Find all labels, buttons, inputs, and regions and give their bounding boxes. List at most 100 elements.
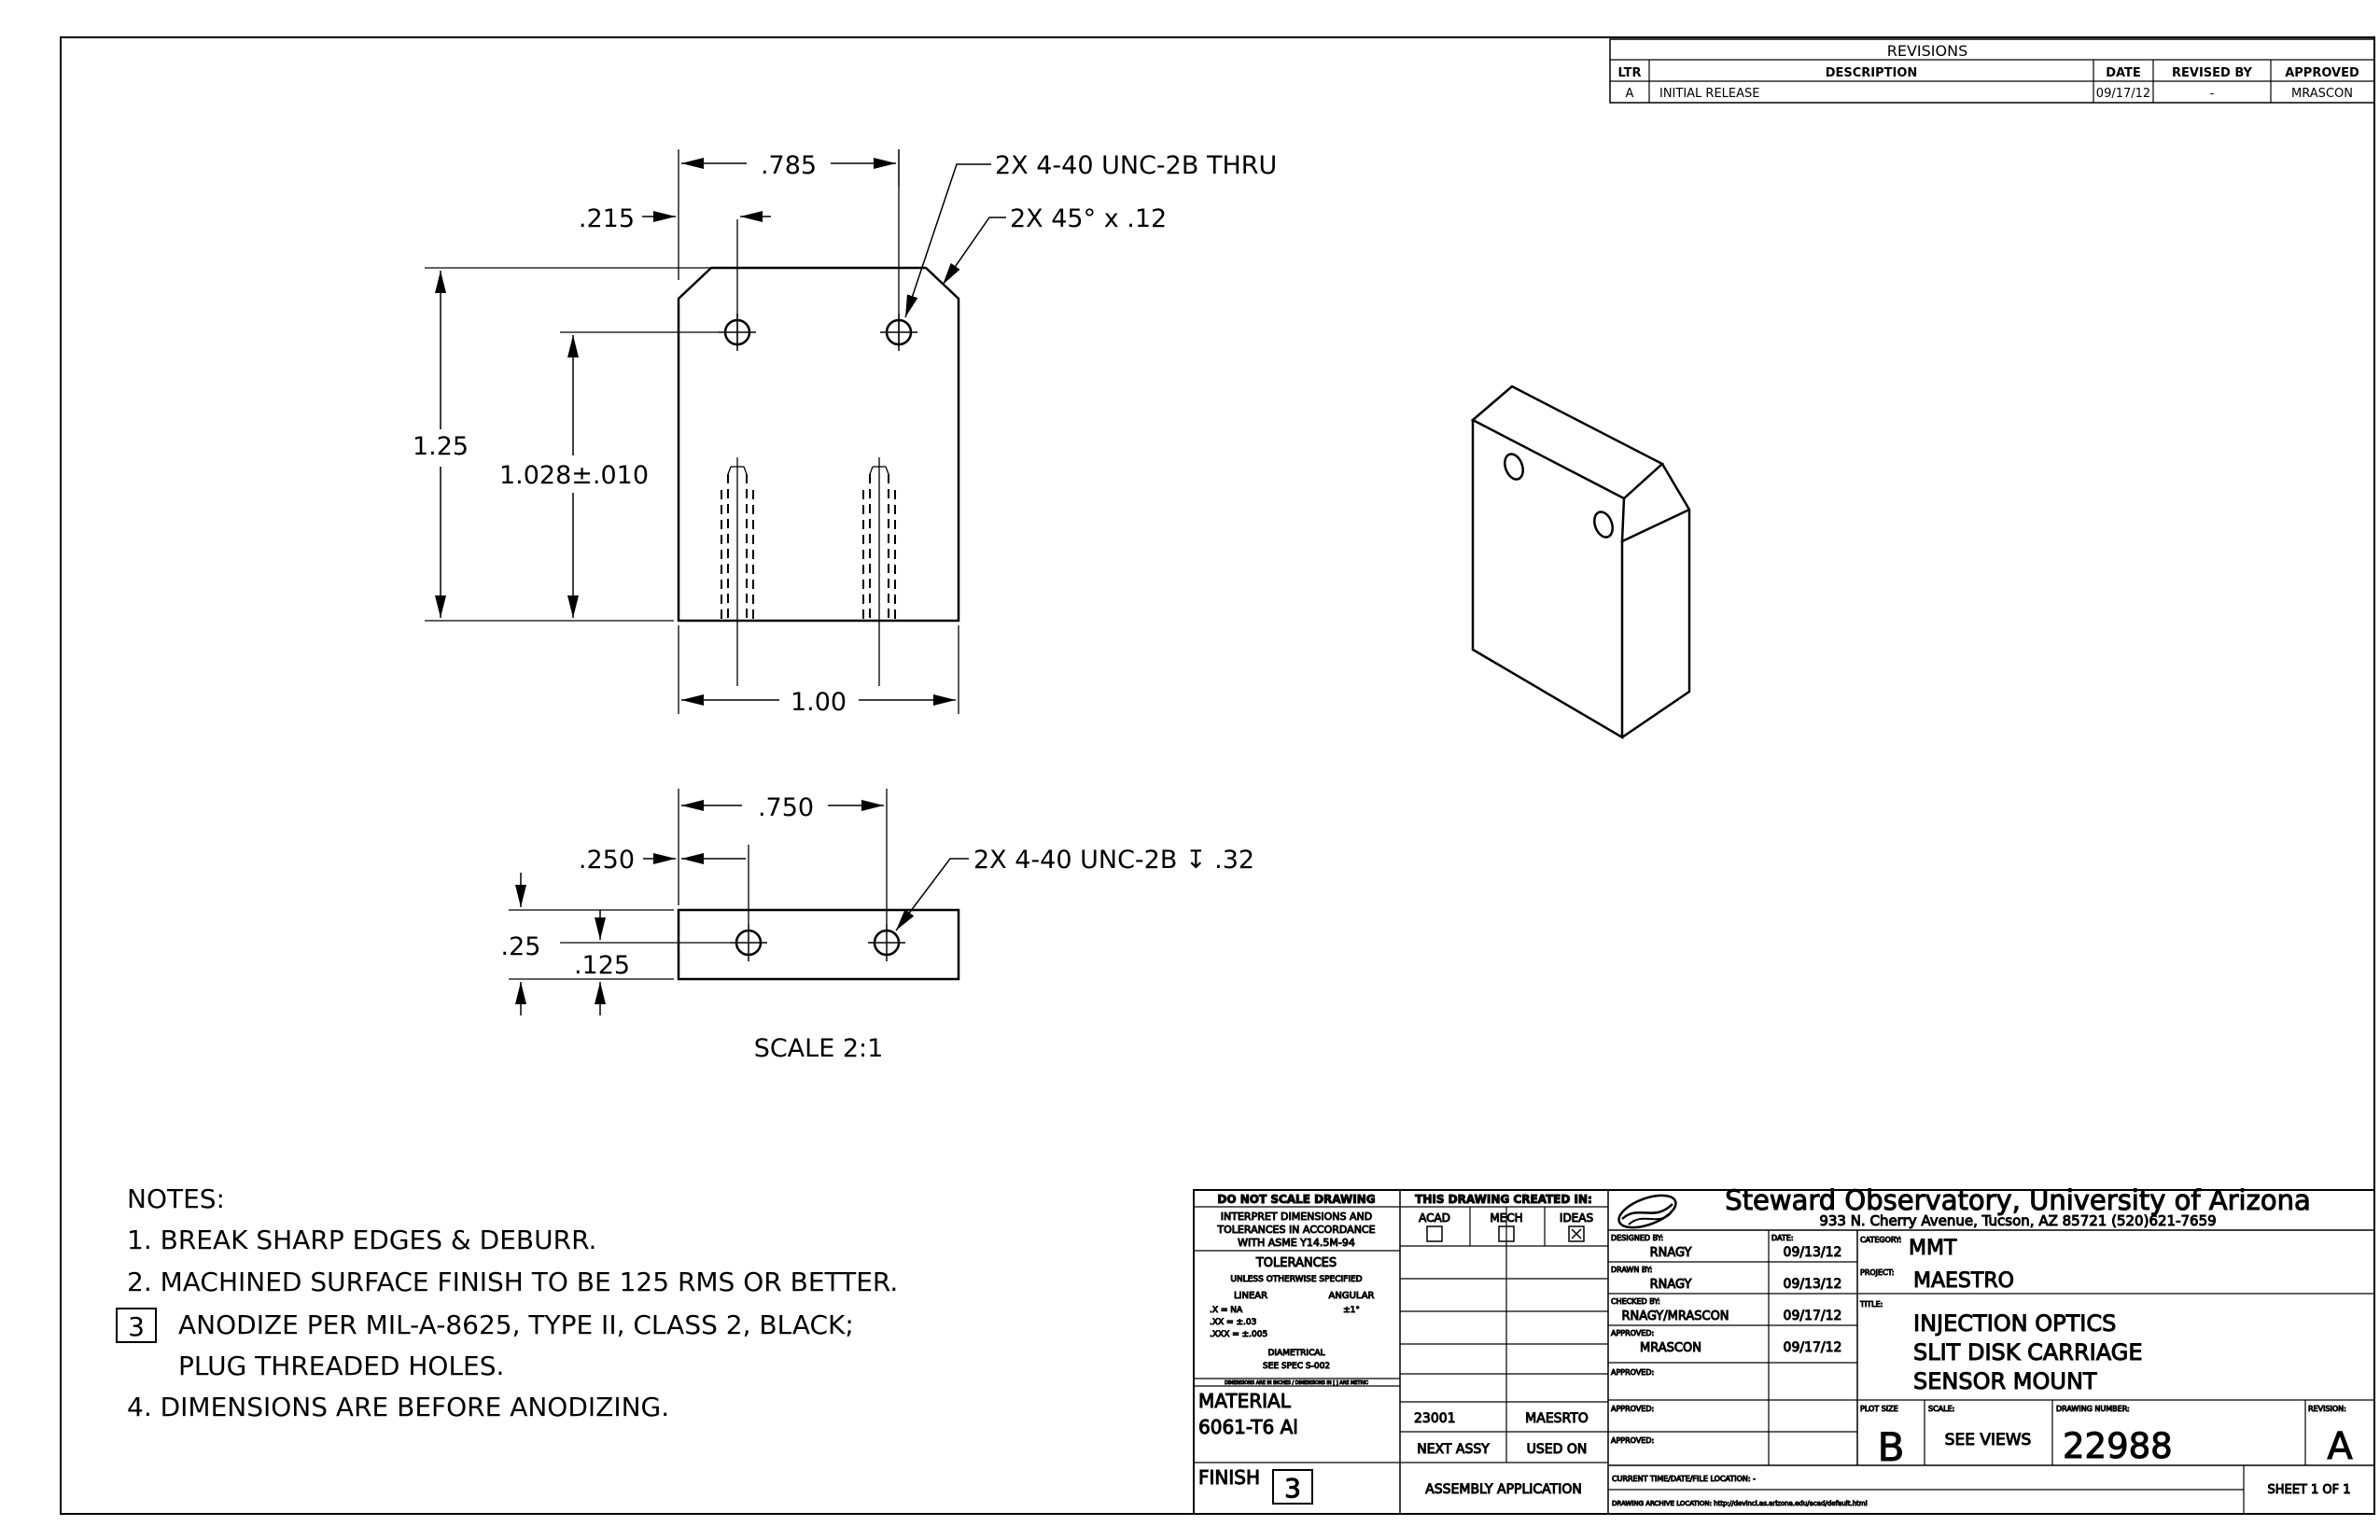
archive-location-label: DRAWING ARCHIVE LOCATION: http://devinci… <box>1612 1500 1868 1507</box>
project-value: MAESTRO <box>1913 1269 2014 1293</box>
acad-checkbox <box>1426 1225 1443 1242</box>
note-1: 1. BREAK SHARP EDGES & DEBURR. <box>127 1225 596 1255</box>
iso-hole-right <box>1593 511 1614 539</box>
scale-field-value: SEE VIEWS <box>1945 1431 2032 1449</box>
org-name: Steward Observatory, University of Arizo… <box>1725 1184 2310 1216</box>
dim-125: .125 <box>574 951 630 980</box>
revisions-title: REVISIONS <box>1887 42 1967 60</box>
used-on-value: MAESRTO <box>1525 1411 1589 1426</box>
dim-215: .215 <box>579 204 635 233</box>
cad-mech: MECH <box>1490 1211 1522 1225</box>
title-line-2: SLIT DISK CARRIAGE <box>1913 1339 2143 1365</box>
rev-header-approved: APPROVED <box>2285 66 2359 80</box>
ideas-check-mark <box>1571 1228 1582 1239</box>
plot-size-value: B <box>1878 1424 1905 1470</box>
note-3-flag-box <box>116 1308 157 1343</box>
rev-cell-date: 09/17/12 <box>2096 87 2150 101</box>
hidden-tapped-hole-right <box>862 457 896 686</box>
notes-block: NOTES: 1. BREAK SHARP EDGES & DEBURR. 2.… <box>116 1183 898 1422</box>
steward-logo-icon <box>1617 1194 1677 1229</box>
checked-by-value: RNAGY/MRASCON <box>1621 1309 1729 1323</box>
dim-width-100: 1.00 <box>791 688 847 717</box>
note-3-cont: PLUG THREADED HOLES. <box>178 1351 504 1381</box>
designed-by-value: RNAGY <box>1650 1246 1692 1260</box>
see-spec: SEE SPEC S-002 <box>1263 1362 1330 1371</box>
note-3-flag: 3 <box>128 1311 145 1342</box>
mech-checkbox <box>1498 1225 1515 1242</box>
tapped-hole-right <box>868 924 905 961</box>
scale-label: SCALE 2:1 <box>754 1034 884 1063</box>
front-view-outline <box>677 266 960 623</box>
next-assy-value: 23001 <box>1414 1411 1456 1426</box>
ideas-checkbox <box>1568 1225 1585 1242</box>
rev-header-date: DATE <box>2106 66 2141 80</box>
note-2: 2. MACHINED SURFACE FINISH TO BE 125 RMS… <box>127 1267 898 1297</box>
finish-flag-box <box>1272 1469 1313 1505</box>
sheet-number: SHEET 1 OF 1 <box>2267 1483 2350 1497</box>
cad-ideas: IDEAS <box>1560 1211 1593 1225</box>
drawing-number-label: DRAWING NUMBER: <box>2056 1405 2130 1413</box>
approved-label-2: APPROVED: <box>1611 1368 1654 1377</box>
tolerances-label: TOLERANCES <box>1255 1256 1337 1270</box>
tapped-hole-left <box>730 924 767 961</box>
rev-cell-ltr: A <box>1626 87 1634 101</box>
tol-x: .X = NA <box>1210 1306 1243 1315</box>
tol-xx: .XX = ±.03 <box>1210 1318 1256 1327</box>
dim-785: .785 <box>761 151 817 180</box>
designed-by-label: DESIGNED BY: <box>1611 1234 1663 1242</box>
drawn-by-value: RNAGY <box>1650 1278 1692 1292</box>
unless-label: UNLESS OTHERWISE SPECIFIED <box>1230 1275 1362 1284</box>
note-chamfer: 2X 45° x .12 <box>1010 204 1167 233</box>
isometric-view <box>1470 385 1691 740</box>
current-location-label: CURRENT TIME/DATE/FILE LOCATION: - <box>1612 1475 1756 1483</box>
approved-label-4: APPROVED: <box>1611 1436 1654 1445</box>
revision-label: REVISION: <box>2308 1405 2346 1413</box>
linear-label: LINEAR <box>1234 1291 1267 1301</box>
revisions-table: REVISIONS LTR DESCRIPTION DATE REVISED B… <box>1609 38 2375 104</box>
rev-header-revised-by: REVISED BY <box>2172 66 2253 80</box>
approved-label-1: APPROVED: <box>1611 1329 1654 1337</box>
tol-xxx: .XXX = ±.005 <box>1210 1330 1267 1339</box>
do-not-scale: DO NOT SCALE DRAWING <box>1217 1193 1375 1206</box>
designed-date: 09/13/12 <box>1784 1245 1842 1260</box>
finish-label: FINISH <box>1198 1466 1260 1489</box>
rev-cell-description: INITIAL RELEASE <box>1659 87 1760 101</box>
drawn-date: 09/13/12 <box>1784 1277 1842 1292</box>
tol-ang: ±1° <box>1343 1306 1360 1315</box>
top-view: .750 .250 2X 4-40 UNC-2B ↧ .32 .25 .125 … <box>501 789 1254 1063</box>
created-in-label: THIS DRAWING CREATED IN: <box>1415 1193 1592 1206</box>
finish-flag: 3 <box>1284 1473 1301 1504</box>
dim-thickness-25: .25 <box>501 932 541 961</box>
cad-acad: ACAD <box>1419 1211 1450 1225</box>
revision-value: A <box>2327 1425 2353 1468</box>
note-tapped-holes: 2X 4-40 UNC-2B ↧ .32 <box>973 846 1254 875</box>
drawn-by-label: DRAWN BY: <box>1611 1266 1652 1274</box>
units-note: DIMENSIONS ARE IN INCHES / DIMENSIONS IN… <box>1225 1380 1368 1386</box>
note-3: ANODIZE PER MIL-A-8625, TYPE II, CLASS 2… <box>178 1309 854 1340</box>
used-on-label: USED ON <box>1527 1442 1588 1457</box>
project-label: PROJECT: <box>1860 1268 1894 1277</box>
iso-hole-left <box>1504 453 1524 481</box>
angular-label: ANGULAR <box>1329 1291 1375 1301</box>
dim-height-125: 1.25 <box>413 432 469 461</box>
category-label: CATEGORY: <box>1860 1236 1901 1244</box>
material-label: MATERIAL <box>1198 1390 1292 1412</box>
drawing-number-value: 22988 <box>2063 1426 2173 1466</box>
approved-by-value: MRASCON <box>1640 1341 1701 1355</box>
org-address: 933 N. Cherry Avenue, Tucson, AZ 85721 (… <box>1819 1212 2216 1229</box>
category-value: MMT <box>1909 1237 1957 1260</box>
assembly-application-label: ASSEMBLY APPLICATION <box>1425 1482 1582 1497</box>
note-thru-holes: 2X 4-40 UNC-2B THRU <box>995 151 1277 180</box>
interpret-line-3: WITH ASME Y14.5M-94 <box>1238 1237 1355 1249</box>
note-4: 4. DIMENSIONS ARE BEFORE ANODIZING. <box>127 1392 669 1422</box>
rev-cell-approved: MRASCON <box>2291 87 2353 101</box>
material-value: 6061-T6 Al <box>1198 1416 1298 1438</box>
date-label: DATE: <box>1771 1234 1794 1242</box>
dim-250: .250 <box>579 846 635 875</box>
scale-field-label: SCALE: <box>1928 1405 1954 1413</box>
rev-header-description: DESCRIPTION <box>1826 66 1918 80</box>
next-assy-label: NEXT ASSY <box>1417 1442 1490 1457</box>
diametrical-label: DIAMETRICAL <box>1267 1349 1324 1358</box>
checked-by-label: CHECKED BY: <box>1611 1297 1660 1306</box>
